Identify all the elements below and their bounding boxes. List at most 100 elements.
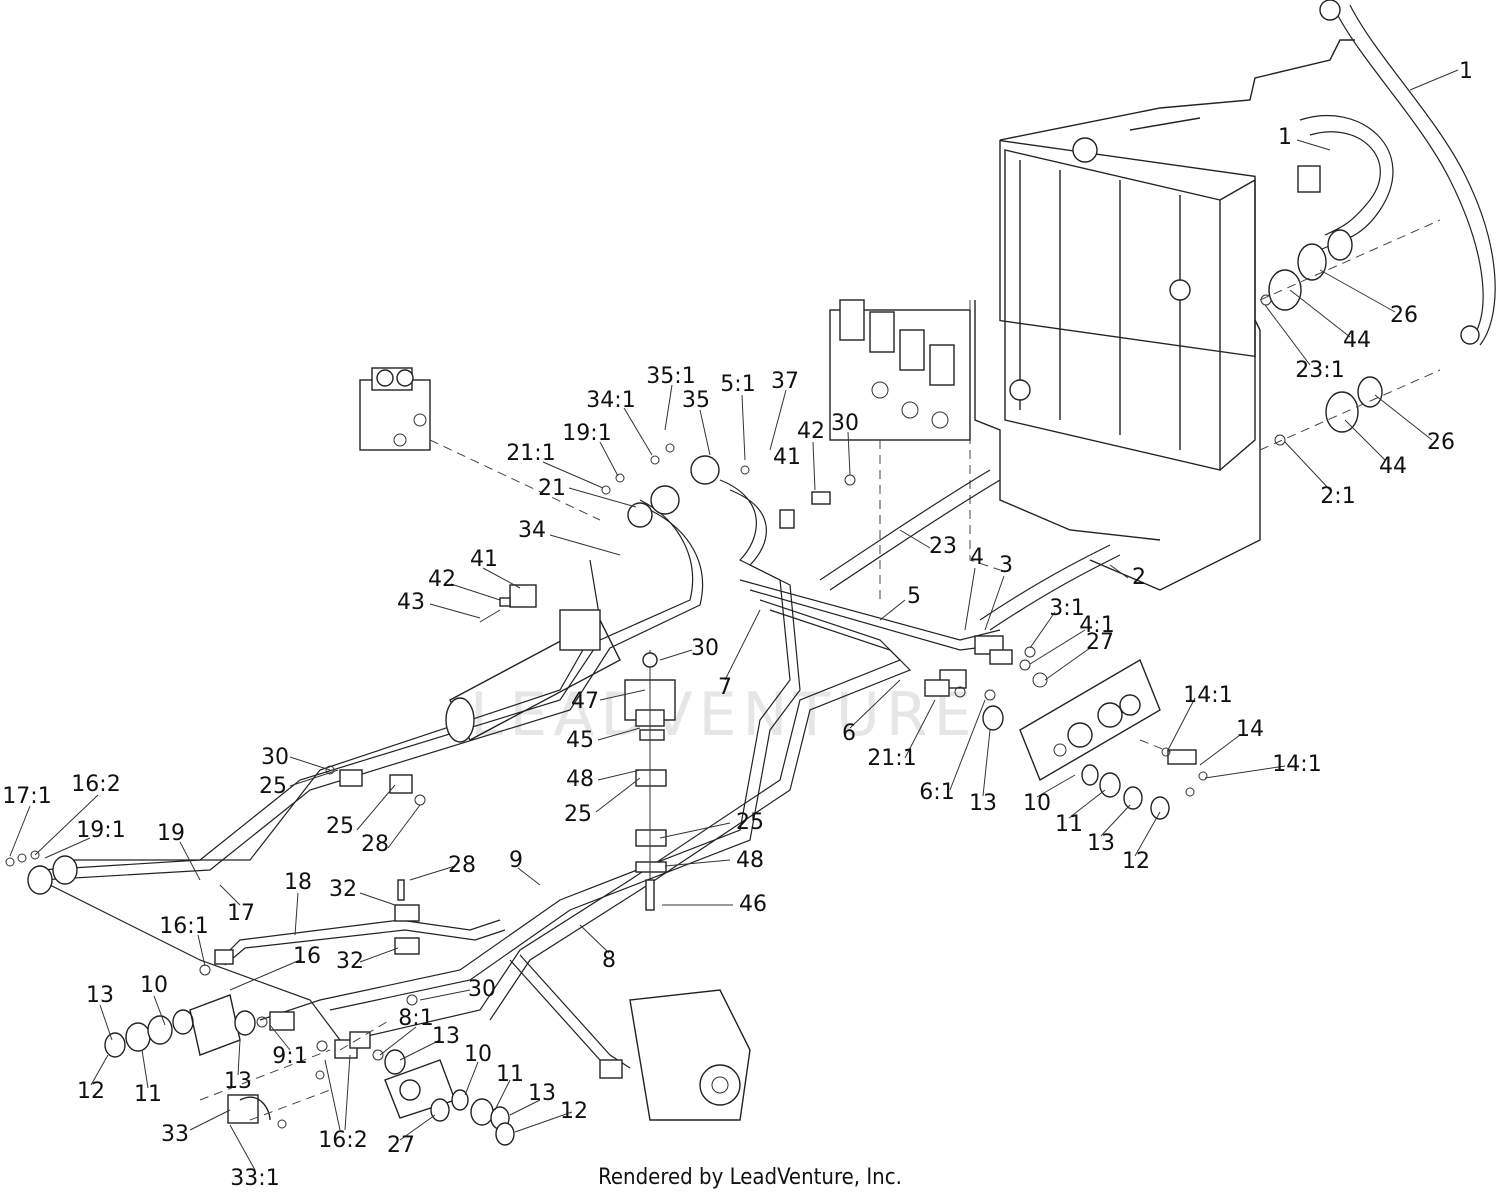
callout-label: 43 <box>397 590 425 615</box>
bottom-left-fittings <box>104 994 384 1129</box>
callout-label: 21:1 <box>506 441 555 466</box>
callout-label: 5:1 <box>720 372 755 397</box>
center-bracket-stack <box>624 650 676 911</box>
callout-label: 9:1 <box>272 1044 307 1069</box>
callout-label: 41 <box>773 445 801 470</box>
callout-label: 32 <box>336 949 364 974</box>
callout-label: 48 <box>736 848 764 873</box>
callout-label: 18 <box>284 870 312 895</box>
right-fittings <box>1259 219 1441 451</box>
callout-label: 12 <box>1122 849 1150 874</box>
callout-label: 25 <box>326 814 354 839</box>
callout-label: 13 <box>1087 831 1115 856</box>
callout-label: 37 <box>771 369 799 394</box>
callout-label: 28 <box>448 853 476 878</box>
callout-label: 44 <box>1343 328 1371 353</box>
callout-label: 23 <box>929 534 957 559</box>
callout-label: 16 <box>293 944 321 969</box>
callout-label: 3 <box>999 553 1013 578</box>
tube-lines <box>39 469 1121 1076</box>
callout-label: 16:2 <box>71 772 120 797</box>
callout-label: 32 <box>329 877 357 902</box>
callout-label: 3:1 <box>1049 596 1084 621</box>
callout-label: 25 <box>259 774 287 799</box>
callout-label: 45 <box>566 728 594 753</box>
callout-label: 44 <box>1379 454 1407 479</box>
callout-label: 34:1 <box>586 388 635 413</box>
callout-label: 7 <box>718 675 732 700</box>
callout-label: 14:1 <box>1183 683 1232 708</box>
callout-label: 13 <box>528 1081 556 1106</box>
callout-label: 10 <box>140 973 168 998</box>
upper-fittings <box>601 443 856 529</box>
callout-label: 12 <box>560 1099 588 1124</box>
callout-label: 16:2 <box>318 1128 367 1153</box>
callout-label: 9 <box>509 848 523 873</box>
left-tube-ends <box>5 850 234 976</box>
callout-label: 5 <box>907 584 921 609</box>
callout-label: 21:1 <box>867 746 916 771</box>
callout-label: 26 <box>1427 430 1455 455</box>
callout-label: 42 <box>428 567 456 592</box>
pump <box>599 989 751 1121</box>
callout-label: 17 <box>227 901 255 926</box>
callout-label: 1 <box>1278 125 1292 150</box>
callout-label: 41 <box>470 547 498 572</box>
callout-label: 13 <box>432 1024 460 1049</box>
callout-label: 25 <box>736 810 764 835</box>
radiator-assembly <box>969 39 1355 591</box>
callout-label: 8:1 <box>398 1006 433 1031</box>
callout-label: 13 <box>86 983 114 1008</box>
callout-label: 35 <box>682 388 710 413</box>
callout-label: 10 <box>1023 791 1051 816</box>
hose-assembly <box>1297 0 1496 346</box>
callout-label: 16:1 <box>159 914 208 939</box>
callout-label: 6 <box>842 721 856 746</box>
callout-label: 28 <box>361 832 389 857</box>
footer-credit: Rendered by LeadVenture, Inc. <box>598 1165 902 1190</box>
callout-label: 46 <box>739 892 767 917</box>
callout-label: 33:1 <box>230 1166 279 1191</box>
callout-label: 19:1 <box>562 421 611 446</box>
callout-label: 30 <box>468 977 496 1002</box>
callout-label: 34 <box>518 518 546 543</box>
callout-label: 23:1 <box>1295 358 1344 383</box>
callout-label: 6:1 <box>919 780 954 805</box>
cylinder <box>445 609 621 743</box>
callout-label: 33 <box>161 1122 189 1147</box>
callout-label: 17:1 <box>2 784 51 809</box>
callout-label: 13 <box>969 791 997 816</box>
callout-label: 13 <box>224 1069 252 1094</box>
callout-label: 2 <box>1132 565 1146 590</box>
bottom-center-fittings <box>384 1049 515 1146</box>
leader-lines <box>9 69 1459 1171</box>
callout-label: 19 <box>157 821 185 846</box>
center-right-fittings <box>924 635 1048 731</box>
callout-label: 8 <box>602 948 616 973</box>
callout-label: 27 <box>1086 630 1114 655</box>
callout-label: 11 <box>496 1062 524 1087</box>
callout-label: 21 <box>538 476 566 501</box>
callout-label: 1 <box>1459 59 1473 84</box>
callout-label: 11 <box>134 1082 162 1107</box>
callout-label: 30 <box>691 636 719 661</box>
callout-label: 27 <box>387 1133 415 1158</box>
callout-label: 35:1 <box>646 364 695 389</box>
callout-label: 14:1 <box>1272 752 1321 777</box>
callout-label: 48 <box>566 767 594 792</box>
callout-label: 19:1 <box>76 818 125 843</box>
callout-label: 10 <box>464 1042 492 1067</box>
callout-label: 42 <box>797 419 825 444</box>
callout-label: 30 <box>261 745 289 770</box>
callout-label: 25 <box>564 802 592 827</box>
callout-label: 2:1 <box>1320 484 1355 509</box>
callout-label: 4 <box>970 545 984 570</box>
left-brackets <box>325 584 537 1006</box>
right-manifold <box>1019 658 1208 820</box>
callout-label: 14 <box>1236 717 1264 742</box>
callout-label: 12 <box>77 1079 105 1104</box>
callout-label: 11 <box>1055 812 1083 837</box>
callout-label: 26 <box>1390 303 1418 328</box>
